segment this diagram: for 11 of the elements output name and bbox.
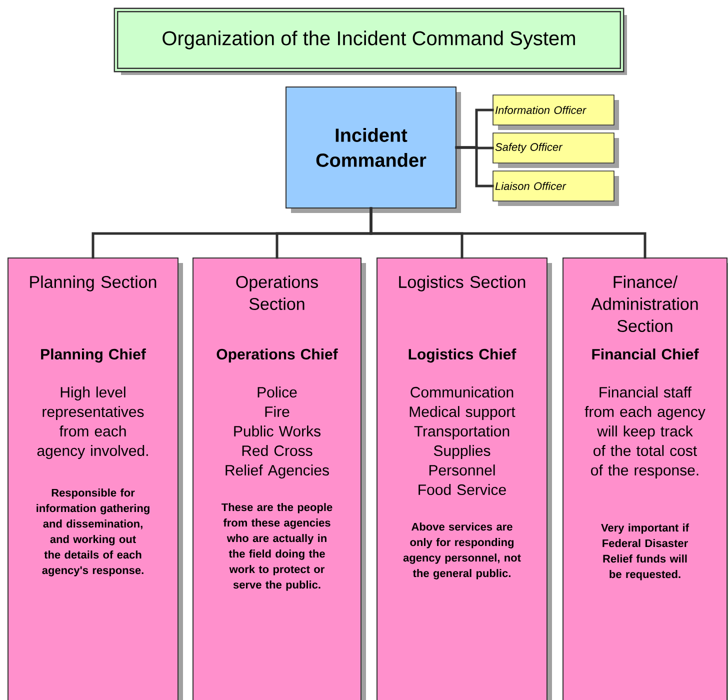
officer-box: Information Officer [492, 94, 619, 130]
section-box: Logistics Section Logistics Chief Communication Medical support Transportation Supplies Personnel Food Service Above services are only for responding agency personnel, not the general public. [376, 258, 552, 700]
title-box: Organization of the Incident Command System [114, 8, 627, 75]
connector-line [455, 146, 494, 188]
section-box: Planning Section Planning Chief High level representatives from each agency involved. Responsible for information gathering and dissemination, and working out the details of each agency's response. [8, 258, 183, 700]
commander-box: Incident Commander [286, 86, 461, 213]
connector-line [370, 207, 646, 259]
section-box: Finance/ Administration Section Financial Chief Financial staff from each agency will keep track of the total cost of the response. Very important if Federal Disaster Relief funds will be requested. [562, 258, 728, 700]
officer-box: Safety Officer [492, 132, 619, 168]
officer-box: Liaison Officer [492, 170, 619, 206]
section-box: Operations Section Operations Chief Police Fire Public Works Red Cross Relief Agencies These are the people from these agencies who are actually in the field doing the work to protect or serve the public. [192, 258, 366, 700]
